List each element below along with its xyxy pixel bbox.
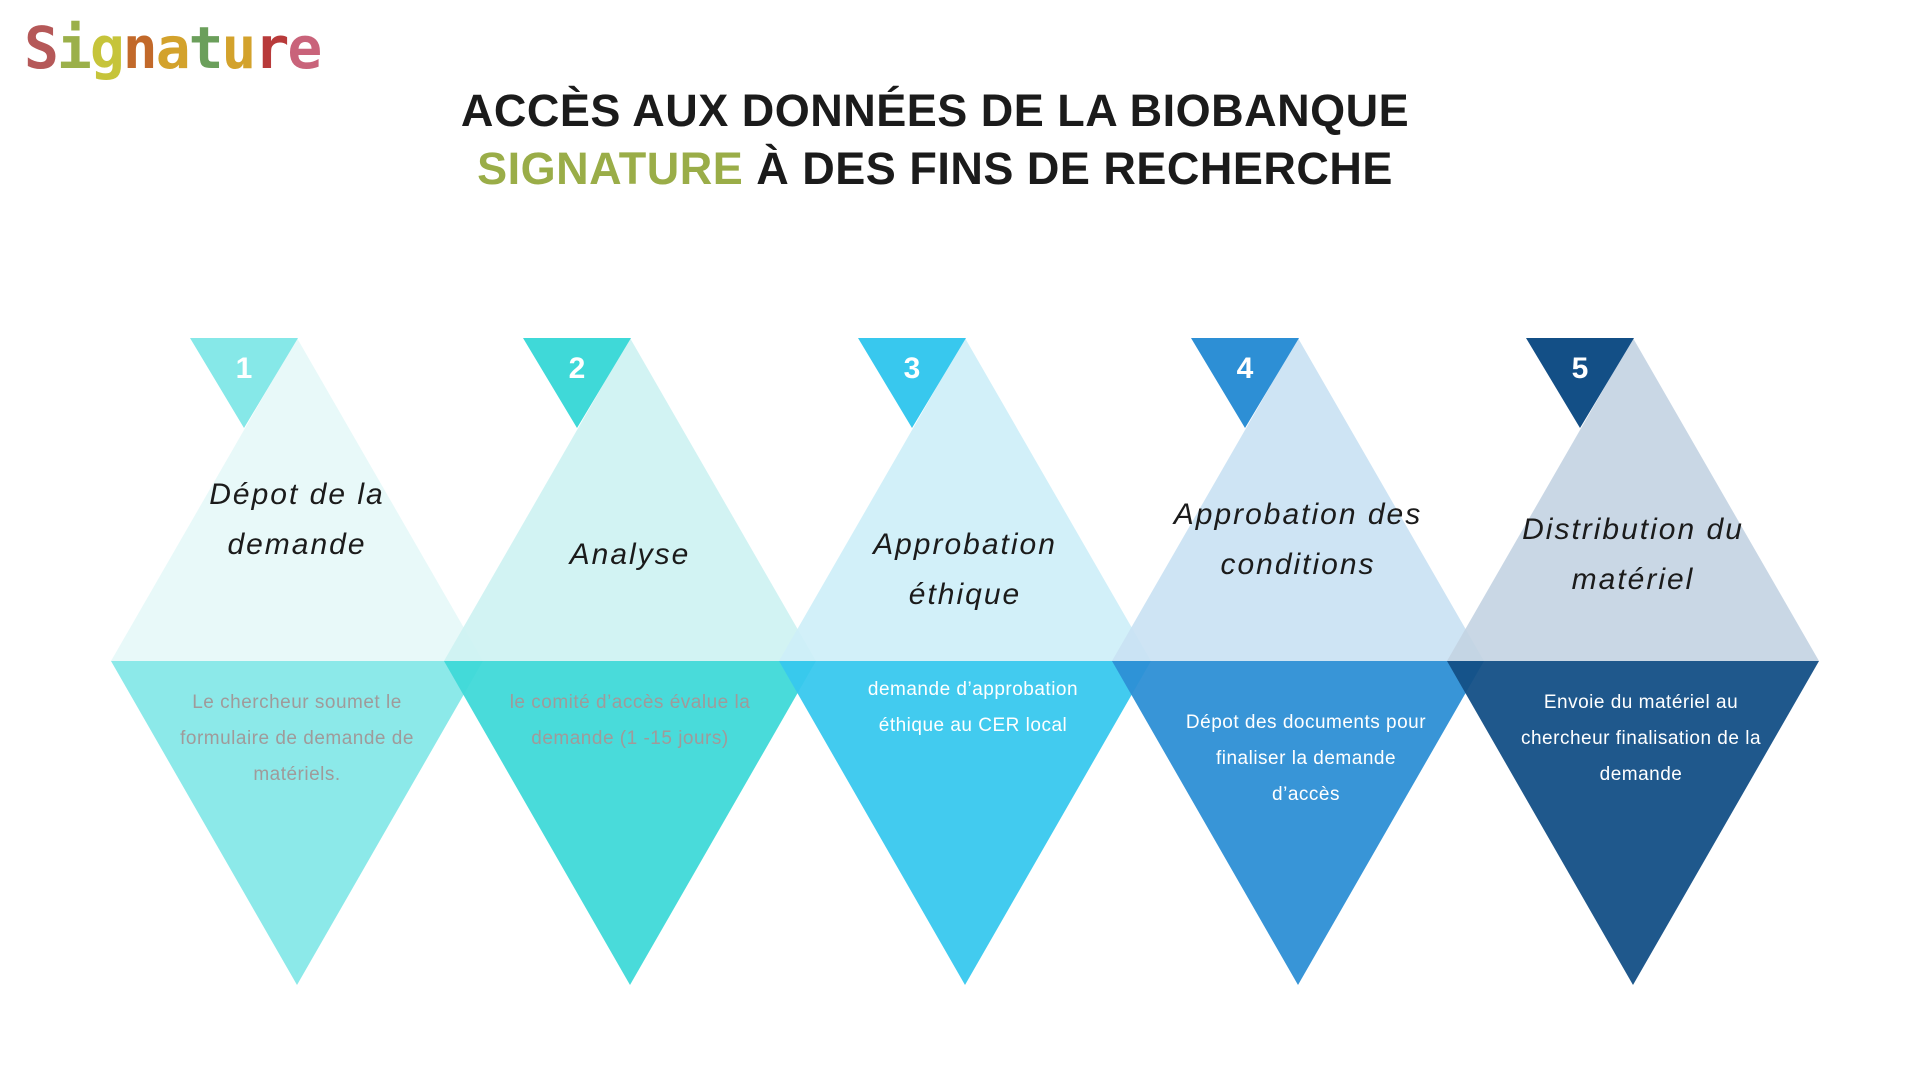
step-number-triangle <box>523 338 631 428</box>
title-highlight: SIGNATURE <box>477 143 744 194</box>
step-title: Analyse <box>569 538 691 571</box>
logo-letter: u <box>221 14 257 82</box>
step-number: 5 <box>1571 352 1589 385</box>
logo-letter: n <box>122 14 158 82</box>
page-title: ACCÈS AUX DONNÉES DE LA BIOBANQUE SIGNAT… <box>0 82 1870 198</box>
step-title: Dépot de la demande <box>209 478 385 561</box>
step-up-triangle <box>444 338 816 661</box>
step-number: 4 <box>1236 352 1254 385</box>
title-line-2-rest: À DES FINS DE RECHERCHE <box>743 143 1393 194</box>
logo-letter: t <box>188 14 224 82</box>
step-description: Dépot des documents pour finaliser la de… <box>1185 712 1427 805</box>
title-line-1: ACCÈS AUX DONNÉES DE LA BIOBANQUE <box>460 85 1410 136</box>
logo-letter: g <box>89 14 125 82</box>
step-down-triangle <box>1447 661 1819 985</box>
step-description: Envoie du matériel au chercheur finalisa… <box>1520 692 1762 785</box>
logo-letter: i <box>56 14 92 82</box>
step-up-triangle <box>1112 338 1484 661</box>
step-number: 3 <box>903 352 921 385</box>
step-title: Approbation des conditions <box>1173 498 1423 581</box>
step-up-triangle <box>111 338 483 661</box>
step-down-triangle <box>1112 661 1484 985</box>
step-description: Le chercheur soumet le formulaire de dem… <box>180 692 414 785</box>
step-down-triangle <box>444 661 816 985</box>
step-description: le comité d’accès évalue la demande (1 -… <box>509 692 751 749</box>
logo-letter: e <box>287 14 322 82</box>
logo-letter: a <box>155 14 191 82</box>
step-number-triangle <box>1191 338 1299 428</box>
step-title: Distribution du matériel <box>1522 513 1744 596</box>
step-description: demande d’approbation éthique au CER loc… <box>867 679 1079 736</box>
step-number-triangle <box>858 338 966 428</box>
logo-letter: r <box>254 14 289 82</box>
step-number: 2 <box>568 352 586 385</box>
step-down-triangle <box>779 661 1151 985</box>
step-title: Approbation éthique <box>873 528 1057 611</box>
signature-logo: Signature <box>24 14 322 82</box>
step-number-triangle <box>190 338 298 428</box>
title-line-2: SIGNATURE À DES FINS DE RECHERCHE <box>0 140 1870 198</box>
step-number-triangle <box>1526 338 1634 428</box>
logo-letter: S <box>24 14 59 82</box>
step-number: 1 <box>235 352 253 385</box>
step-up-triangle <box>1447 338 1819 661</box>
step-up-triangle <box>779 338 1151 661</box>
step-down-triangle <box>111 661 483 985</box>
